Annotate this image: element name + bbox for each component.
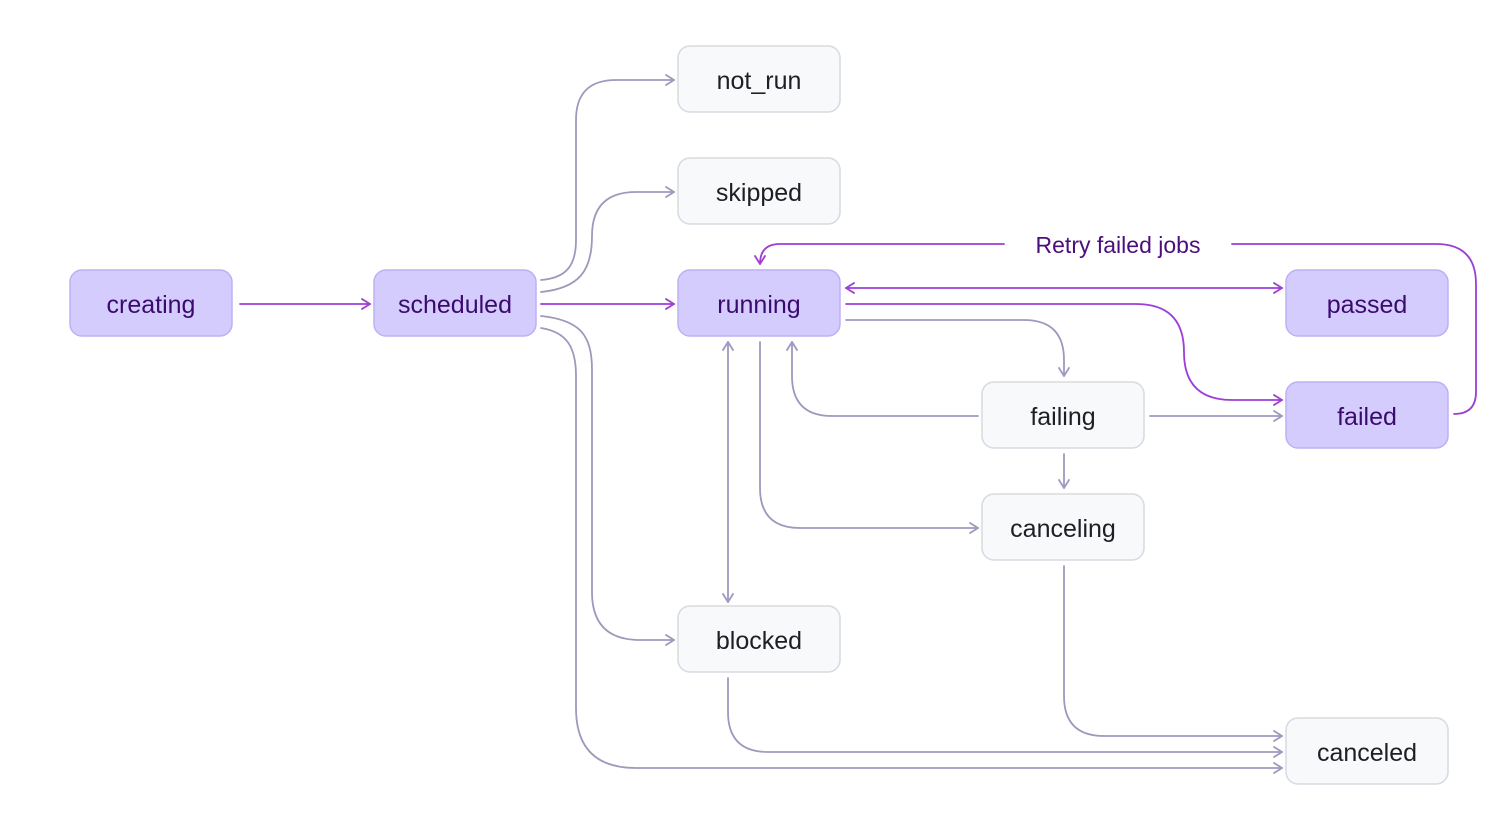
state-passed: passed <box>1285 269 1449 337</box>
state-canceling: canceling <box>981 493 1145 561</box>
state-blocked: blocked <box>677 605 841 673</box>
states: creating scheduled running passed failed… <box>69 45 1449 785</box>
state-not-run: not_run <box>677 45 841 113</box>
state-not-run-label: not_run <box>717 67 802 95</box>
state-failing-label: failing <box>1030 403 1095 431</box>
retry-failed-jobs-label: Retry failed jobs <box>1036 232 1201 258</box>
edge-scheduled-to-blocked <box>540 315 675 646</box>
state-passed-label: passed <box>1327 291 1408 319</box>
state-blocked-label: blocked <box>716 627 802 655</box>
edge-scheduled-to-not-run <box>540 74 675 281</box>
edge-retry-failed-jobs-tail <box>754 243 1005 265</box>
edge-scheduled-to-canceled <box>540 327 1283 774</box>
edge-running-to-failed <box>845 303 1283 406</box>
state-skipped: skipped <box>677 157 841 225</box>
edge-failing-to-running <box>786 341 979 417</box>
edges <box>239 74 1477 774</box>
edge-retry-failed-jobs <box>1231 243 1477 415</box>
state-skipped-label: skipped <box>716 179 802 207</box>
state-canceled-label: canceled <box>1317 739 1417 767</box>
edge-scheduled-to-skipped <box>540 186 675 293</box>
state-scheduled: scheduled <box>373 269 537 337</box>
state-canceled: canceled <box>1285 717 1449 785</box>
state-scheduled-label: scheduled <box>398 291 512 319</box>
state-creating-label: creating <box>107 291 196 319</box>
state-creating: creating <box>69 269 233 337</box>
state-running-label: running <box>717 291 800 319</box>
edge-running-to-failing <box>845 319 1070 377</box>
state-canceling-label: canceling <box>1010 515 1116 543</box>
state-failing: failing <box>981 381 1145 449</box>
state-running: running <box>677 269 841 337</box>
state-failed-label: failed <box>1337 403 1397 431</box>
edge-canceling-to-canceled <box>1063 565 1283 742</box>
edge-running-to-canceling <box>759 341 979 534</box>
state-failed: failed <box>1285 381 1449 449</box>
edge-blocked-to-canceled <box>727 677 1283 758</box>
